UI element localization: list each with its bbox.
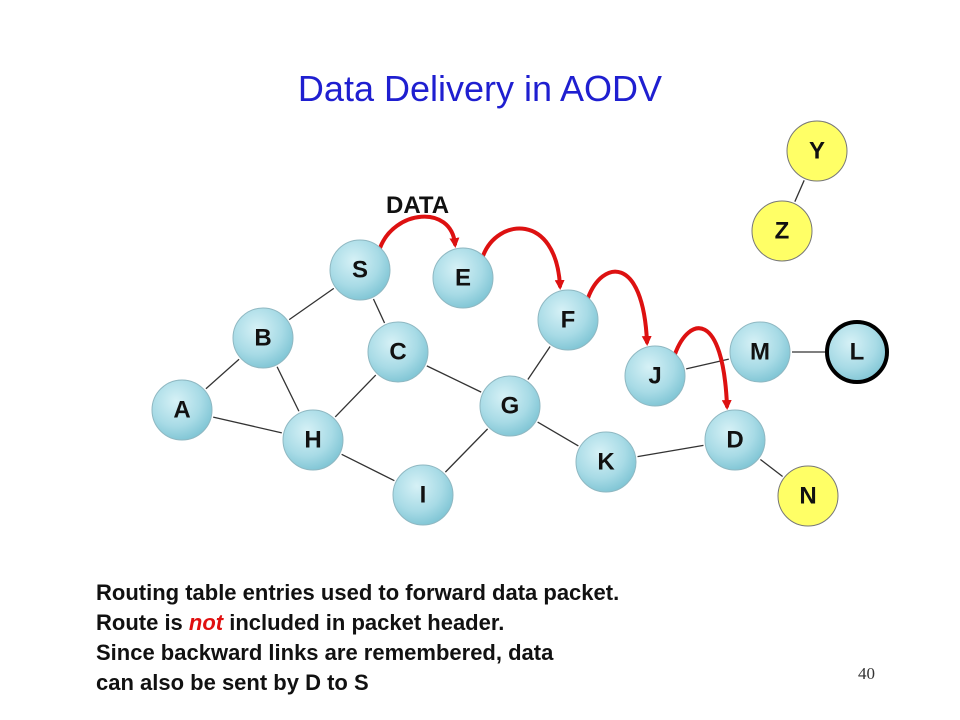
edge-D-N [759,458,784,478]
node-circle-Y [786,120,848,182]
node-circle-N [777,465,839,527]
node-circle-D [704,409,766,471]
node-label-C: C [389,339,406,366]
node-E: E [432,247,494,309]
node-label-J: J [648,363,661,390]
edge-C-G [426,365,482,393]
edges-layer [205,180,825,482]
edge-S-B [288,287,335,321]
node-circle-A [151,379,213,441]
node-circle-E [432,247,494,309]
node-I: I [392,464,454,526]
node-circle-L [825,320,889,384]
node-Y: Y [786,120,848,182]
node-F: F [537,289,599,351]
node-Z: Z [751,200,813,262]
node-S: S [329,239,391,301]
caption-line-2: Route is not included in packet header. [96,608,796,638]
caption-line-1: Routing table entries used to forward da… [96,580,620,605]
data-arrow-S-E [378,214,460,250]
edge-K-D [637,444,704,458]
data-arrow-J-D [673,326,732,410]
slide-number: 40 [858,664,875,683]
node-circle-F [537,289,599,351]
nodes-layer: S E F B C M L J A G H D K I N Y Z [151,120,889,527]
caption-emphasis-not: not [188,610,224,635]
edge-B-A [205,358,240,390]
node-label-N: N [799,483,816,510]
data-arrow-E-F [481,226,565,290]
node-circle-M [729,321,791,383]
node-label-L: L [850,339,865,366]
caption-line-2-start: Route is [96,610,189,635]
edge-H-I [341,453,395,482]
node-circle-S [329,239,391,301]
edge-B-H [276,366,300,412]
node-J: J [624,345,686,407]
node-label-G: G [501,393,520,420]
node-G: G [479,375,541,437]
node-circle-I [392,464,454,526]
caption-line-4: can also be sent by D to S [96,670,369,695]
node-label-A: A [173,397,190,424]
node-K: K [575,431,637,493]
node-B: B [232,307,294,369]
node-circle-G [479,375,541,437]
node-label-D: D [726,427,743,454]
node-circle-K [575,431,637,493]
edge-I-G [444,428,489,473]
node-label-E: E [455,265,471,292]
data-arrow-F-J [586,269,652,346]
node-L: L [825,320,889,384]
node-label-F: F [561,307,576,334]
edge-A-H [213,416,282,434]
data-label: DATA [386,192,449,219]
caption-line-2-end: included in packet header. [223,610,505,635]
node-circle-Z [751,200,813,262]
node-label-H: H [304,427,321,454]
node-N: N [777,465,839,527]
node-circle-J [624,345,686,407]
node-A: A [151,379,213,441]
node-circle-C [367,321,429,383]
node-D: D [704,409,766,471]
edge-G-F [527,346,551,380]
node-circle-B [232,307,294,369]
node-circle-H [282,409,344,471]
data-path-layer [378,214,732,410]
node-H: H [282,409,344,471]
node-label-I: I [420,482,427,509]
node-label-M: M [750,339,770,366]
node-label-K: K [597,449,615,476]
caption: Routing table entries used to forward da… [96,578,796,698]
edge-S-C [372,298,386,324]
node-label-S: S [352,257,368,284]
edge-G-K [537,421,579,447]
node-M: M [729,321,791,383]
edge-Y-Z [794,180,805,202]
slide-title: Data Delivery in AODV [297,68,663,109]
edge-H-C [334,374,377,418]
node-label-Z: Z [775,218,790,245]
node-label-Y: Y [809,138,825,165]
caption-line-3: Since backward links are remembered, dat… [96,640,554,665]
node-label-B: B [254,325,271,352]
node-C: C [367,321,429,383]
